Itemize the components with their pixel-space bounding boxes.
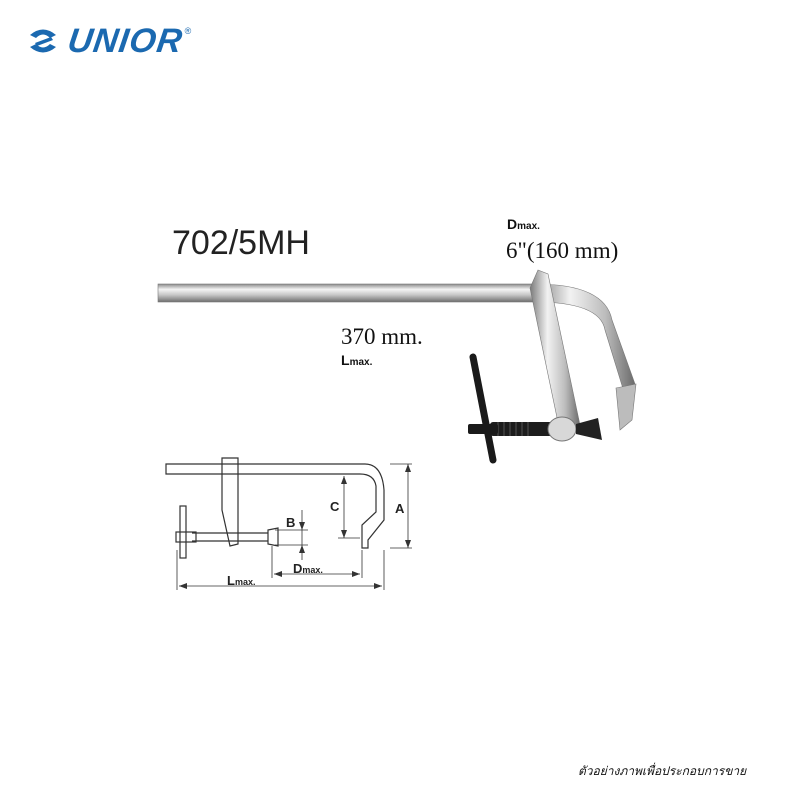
sales-caption: ตัวอย่างภาพเพื่อประกอบการขาย xyxy=(578,764,747,778)
f-clamp-dimension-diagram xyxy=(165,457,412,590)
lmax-value: 370 mm. xyxy=(341,324,423,349)
brand-name: UNIOR xyxy=(65,22,186,60)
diagram-label-c: C xyxy=(330,499,340,514)
unior-logo-icon xyxy=(30,29,56,53)
dmax-value: 6"(160 mm) xyxy=(506,238,619,263)
diagram-dmax-letter: D xyxy=(293,561,303,576)
diagram-label-dmax: Dmax. xyxy=(293,561,323,576)
diagram-lmax-letter: L xyxy=(227,573,235,588)
lmax-label: Lmax. xyxy=(341,352,372,368)
lmax-letter: L xyxy=(341,352,350,368)
registered-mark: ® xyxy=(184,26,192,36)
diagram-label-b: B xyxy=(286,515,296,530)
f-clamp-photo xyxy=(157,269,637,464)
diagram-dmax-sub: max. xyxy=(302,565,323,575)
diagram-lmax-sub: max. xyxy=(234,577,256,587)
diagram-label-lmax: Lmax. xyxy=(227,573,255,588)
lmax-sub: max. xyxy=(349,357,373,368)
diagram-label-a: A xyxy=(395,501,405,516)
brand-logo: UNIOR ® xyxy=(26,22,192,60)
dmax-letter: D xyxy=(507,216,518,232)
dmax-label: Dmax. xyxy=(507,216,540,232)
product-model: 702/5MH xyxy=(172,224,310,262)
dmax-sub: max. xyxy=(517,221,540,232)
